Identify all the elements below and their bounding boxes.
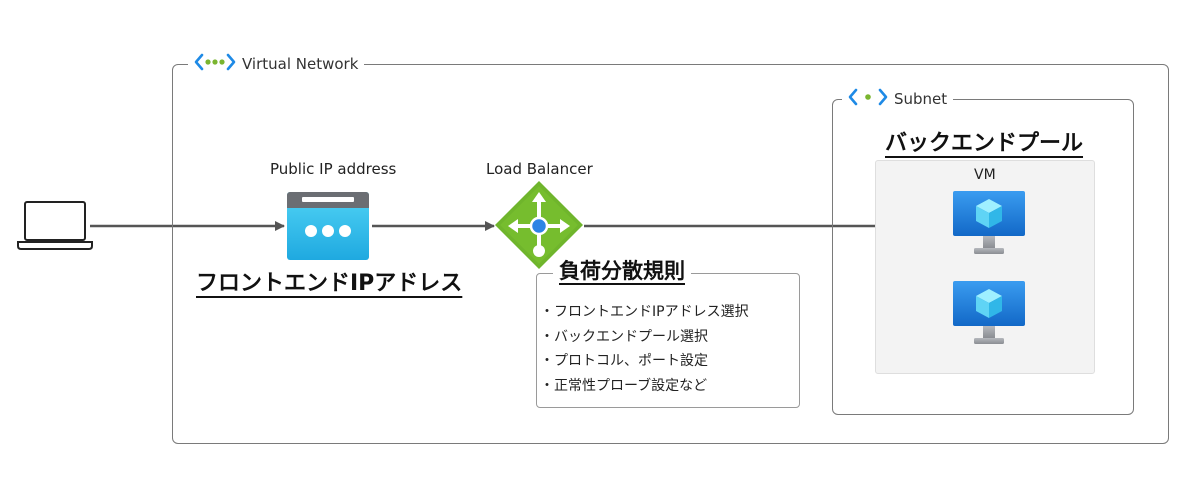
subnet-label: Subnet	[842, 87, 954, 111]
load-balancer-caption: Load Balancer	[486, 160, 593, 178]
public-ip-icon	[286, 191, 370, 265]
rules-item: ・フロントエンドIPアドレス選択	[540, 304, 749, 320]
rules-item: ・正常性プローブ設定など	[540, 377, 708, 394]
rules-item: ・バックエンドプール選択	[540, 328, 708, 345]
virtual-machine-icon	[952, 190, 1026, 264]
load-balancing-rules-title: 負荷分散規則	[553, 255, 691, 285]
load-balancer-icon	[494, 180, 584, 274]
virtual-network-label: Virtual Network	[188, 52, 365, 76]
backend-pool-title: バックエンドプール	[885, 131, 1084, 156]
load-balancing-rules-list: ・フロントエンドIPアドレス選択 ・バックエンドプール選択 ・プロトコル、ポート…	[540, 300, 749, 398]
rules-item: ・プロトコル、ポート設定	[540, 353, 708, 369]
subnet-text: Subnet	[894, 90, 948, 108]
virtual-network-icon	[194, 52, 236, 76]
vm-caption: VM	[974, 167, 996, 183]
public-ip-caption: Public IP address	[270, 160, 397, 178]
subnet-frame	[832, 99, 1134, 415]
virtual-network-frame	[172, 64, 1169, 444]
frontend-ip-title: フロントエンドIPアドレス	[196, 271, 463, 296]
laptop-icon	[16, 200, 94, 256]
virtual-machine-icon	[952, 280, 1026, 354]
virtual-network-text: Virtual Network	[242, 55, 359, 73]
subnet-icon	[848, 87, 888, 111]
